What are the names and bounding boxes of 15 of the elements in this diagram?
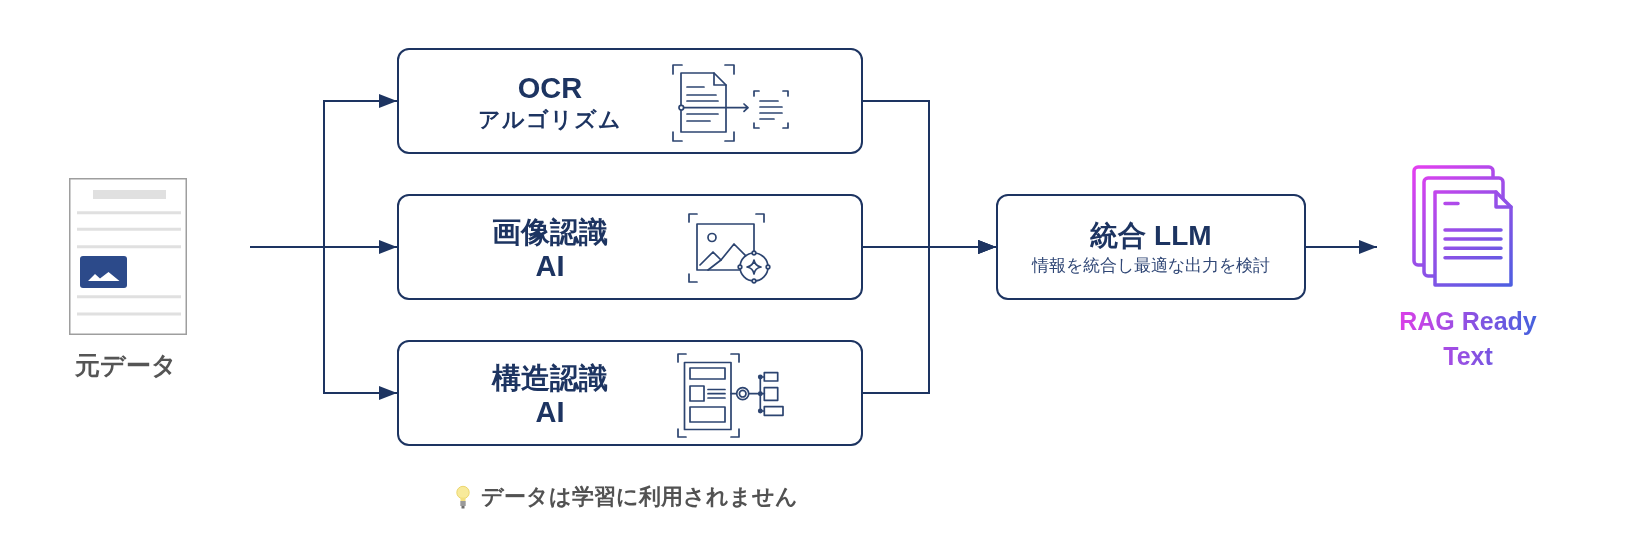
arrow xyxy=(249,246,398,400)
step-title: 統合 LLM xyxy=(1090,218,1212,253)
step-title: 画像認識 AI xyxy=(491,215,609,283)
arrow xyxy=(1305,240,1378,254)
step-description: 情報を統合し最適な出力を検討 xyxy=(1032,254,1270,277)
process-box xyxy=(397,194,863,300)
note-text: データは学習に利用されません xyxy=(481,483,798,511)
step-title: OCR xyxy=(517,71,583,105)
step-subtitle: アルゴリズム xyxy=(478,106,622,134)
arrow xyxy=(862,240,997,394)
step-title: 構造認識 AI xyxy=(490,361,609,429)
process-box xyxy=(397,340,863,446)
source-label: 元データ xyxy=(75,350,177,380)
process-box xyxy=(996,194,1306,300)
process-box xyxy=(397,48,863,154)
